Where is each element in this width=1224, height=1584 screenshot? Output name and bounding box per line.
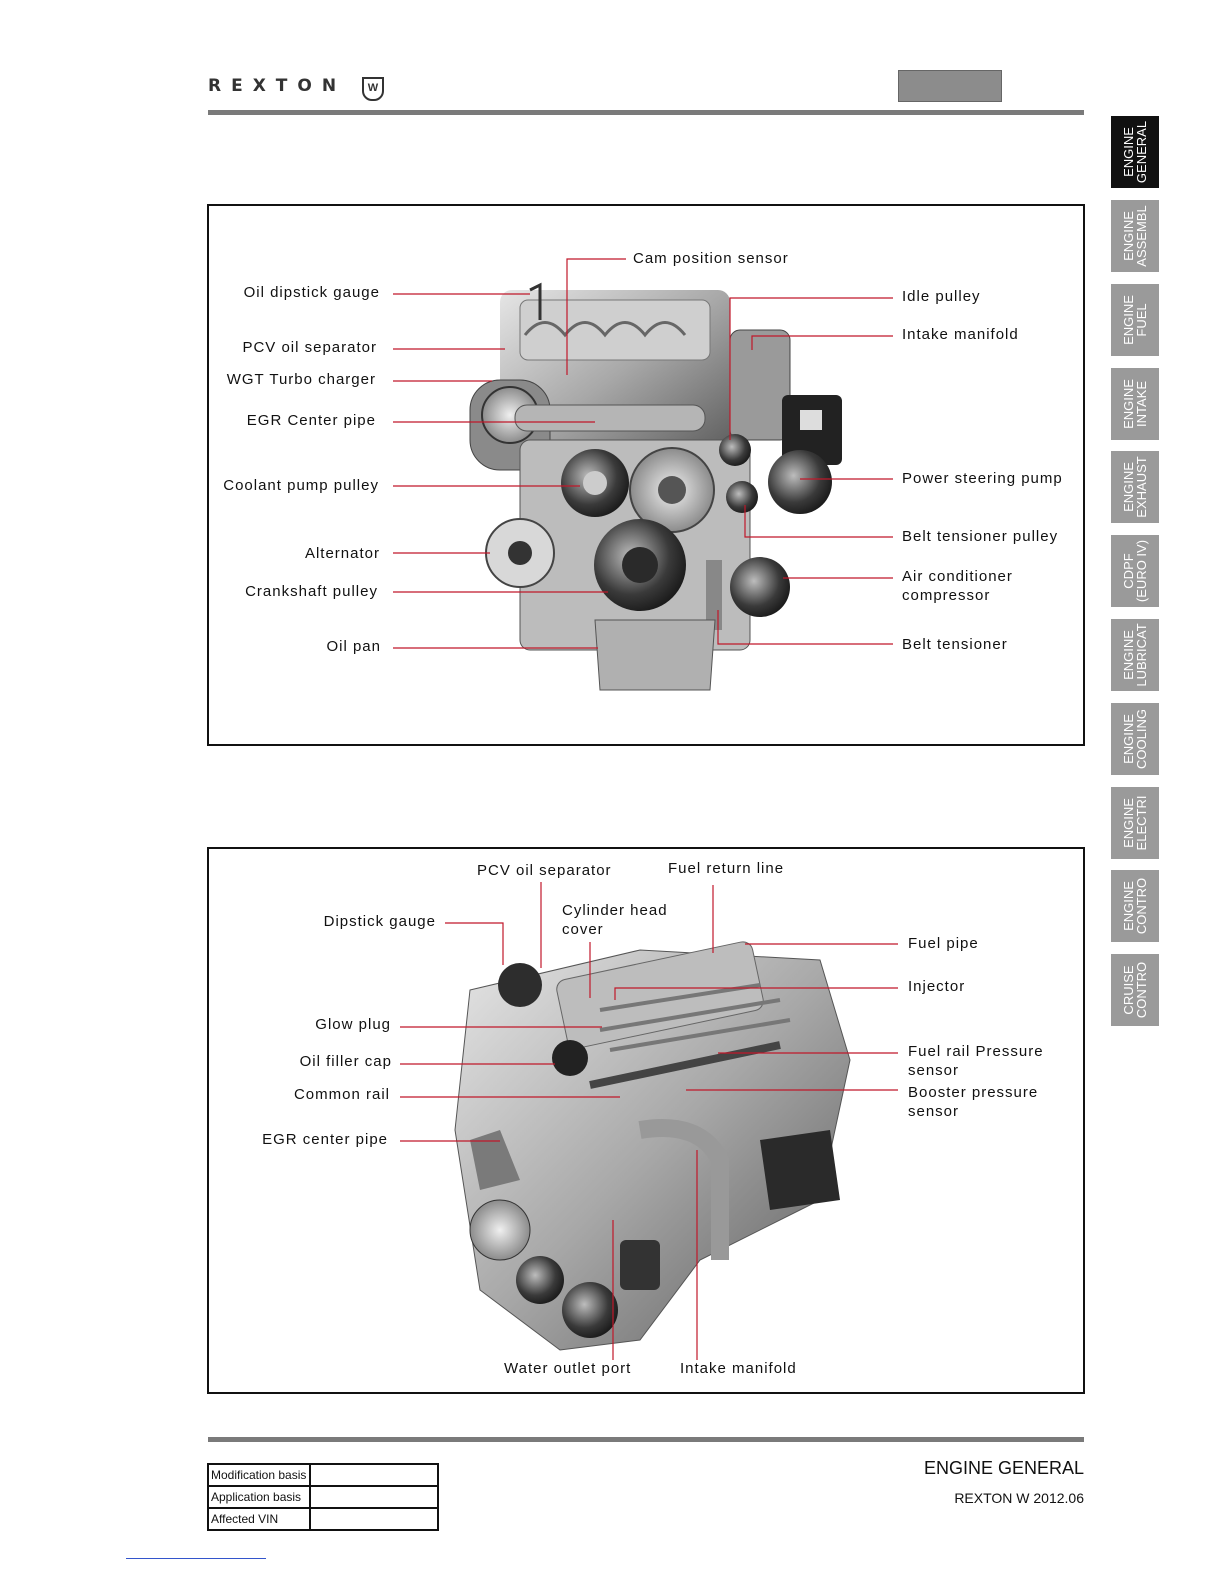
tab-engine-cooling[interactable]: ENGINE COOLING: [1111, 703, 1159, 775]
label-fuel-rail-pressure: Fuel rail Pressure: [908, 1043, 1044, 1060]
brand-logo: REXTON: [208, 76, 347, 96]
table-key: Application basis: [207, 1485, 311, 1509]
tab-engine-electrical[interactable]: ENGINE ELECTRI: [1111, 787, 1159, 859]
hyperlink-underline[interactable]: [126, 1558, 266, 1559]
figure2-leader-lines: [400, 882, 898, 1360]
engine-top-view: [454, 941, 851, 1351]
brand-badge-icon: W: [362, 77, 384, 101]
label-crankshaft-pulley: Crankshaft pulley: [245, 583, 378, 600]
label-oil-dipstick-gauge: Oil dipstick gauge: [243, 284, 380, 301]
label-air-conditioner: Air conditioner: [902, 568, 1013, 585]
modification-table: Modification basis Application basis Aff…: [207, 1463, 439, 1531]
label-compressor: compressor: [902, 587, 991, 604]
tab-cruise-control[interactable]: CRUISE CONTRO: [1111, 954, 1159, 1026]
label-oil-filler-cap: Oil filler cap: [299, 1053, 392, 1070]
tab-cdpf[interactable]: CDPF (EURO IV): [1111, 535, 1159, 607]
label-fuel-pipe: Fuel pipe: [908, 935, 979, 952]
header-rule: [208, 110, 1084, 115]
tab-engine-fuel[interactable]: ENGINE FUEL: [1111, 284, 1159, 356]
figure1-leader-lines: [393, 258, 893, 649]
table-key: Affected VIN: [207, 1507, 311, 1531]
footer-section-title: ENGINE GENERAL: [923, 1458, 1084, 1478]
engine-front-view: [469, 282, 842, 691]
table-value: [309, 1485, 439, 1509]
tab-engine-assembly[interactable]: ENGINE ASSEMBL: [1111, 200, 1159, 272]
label-glow-plug: Glow plug: [315, 1016, 391, 1033]
page-number-box: [898, 70, 1002, 102]
label-idle-pulley: Idle pulley: [902, 288, 981, 305]
label-sensor-1: sensor: [908, 1062, 960, 1079]
label-egr-center-pipe-2: EGR center pipe: [262, 1131, 388, 1148]
label-dipstick-gauge: Dipstick gauge: [323, 913, 436, 930]
tab-engine-general[interactable]: ENGINE GENERAL: [1111, 116, 1159, 188]
label-pcv-oil-separator: PCV oil separator: [242, 339, 377, 356]
label-coolant-pump-pulley: Coolant pump pulley: [223, 477, 379, 494]
tab-engine-lubrication[interactable]: ENGINE LUBRICAT: [1111, 619, 1159, 691]
label-intake-manifold: Intake manifold: [902, 326, 1019, 343]
tab-engine-exhaust[interactable]: ENGINE EXHAUST: [1111, 451, 1159, 523]
label-injector: Injector: [908, 978, 966, 995]
label-cam-position-sensor: Cam position sensor: [633, 250, 789, 267]
label-water-outlet-port: Water outlet port: [504, 1360, 632, 1377]
table-value: [309, 1507, 439, 1531]
table-key: Modification basis: [207, 1463, 311, 1487]
table-value: [309, 1463, 439, 1487]
tab-engine-intake[interactable]: ENGINE INTAKE: [1111, 368, 1159, 440]
label-cover: cover: [562, 921, 604, 938]
footer-rule: [208, 1437, 1084, 1442]
label-pcv-oil-separator-2: PCV oil separator: [477, 862, 612, 879]
label-belt-tensioner-pulley: Belt tensioner pulley: [902, 528, 1059, 545]
tab-engine-control[interactable]: ENGINE CONTRO: [1111, 870, 1159, 942]
label-sensor-2: sensor: [908, 1103, 960, 1120]
label-power-steering-pump: Power steering pump: [902, 470, 1063, 487]
label-intake-manifold-2: Intake manifold: [680, 1360, 797, 1377]
label-egr-center-pipe: EGR Center pipe: [246, 412, 376, 429]
label-common-rail: Common rail: [293, 1086, 390, 1103]
label-cylinder-head: Cylinder head: [562, 902, 668, 919]
label-booster-pressure: Booster pressure: [908, 1084, 1039, 1101]
label-fuel-return-line: Fuel return line: [668, 860, 785, 877]
label-oil-pan: Oil pan: [326, 638, 381, 655]
label-wgt-turbo-charger: WGT Turbo charger: [226, 371, 376, 388]
label-belt-tensioner: Belt tensioner: [902, 636, 1008, 653]
footer-model-date: REXTON W 2012.06: [954, 1490, 1084, 1506]
label-alternator: Alternator: [304, 545, 380, 562]
